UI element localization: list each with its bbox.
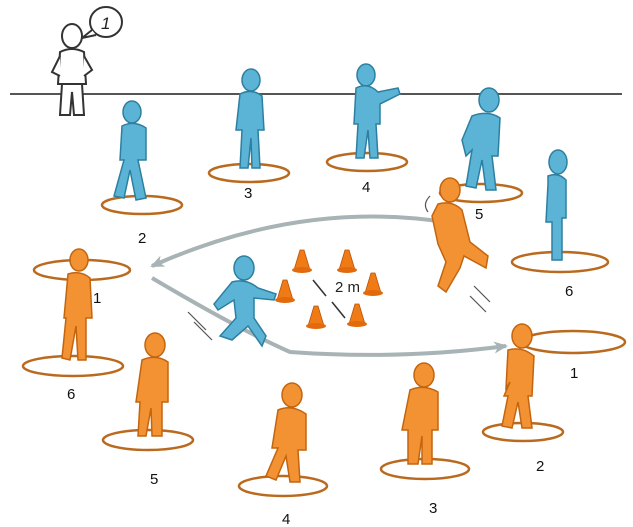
blue-player-4 — [353, 63, 401, 159]
orange-number-1-left: 1 — [93, 290, 101, 307]
cone — [305, 305, 327, 330]
orange-player-3 — [401, 362, 439, 465]
ring-blue-3 — [207, 162, 291, 184]
arrow-to-left — [150, 214, 446, 268]
cone — [291, 249, 313, 274]
speech-bubble-number: 1 — [101, 14, 110, 33]
orange-number-6: 6 — [67, 386, 75, 403]
blue-player-5 — [461, 87, 501, 191]
cone — [346, 303, 368, 328]
orange-number-3: 3 — [429, 500, 437, 517]
orange-player-4 — [265, 382, 307, 483]
blue-runner-motion-lines — [187, 311, 213, 341]
orange-player-1-left — [61, 248, 93, 361]
ring-orange-1b — [519, 329, 627, 355]
blue-number-6: 6 — [565, 283, 573, 300]
arrow-to-right — [150, 276, 508, 357]
blue-number-5: 5 — [475, 206, 483, 223]
ring-orange-5 — [101, 428, 195, 452]
ring-orange-4 — [237, 474, 329, 498]
coach-figure — [50, 23, 94, 116]
ring-blue-4 — [325, 151, 409, 173]
blue-player-6 — [545, 149, 568, 261]
orange-number-4: 4 — [282, 511, 290, 527]
orange-runner-motion-lines — [424, 195, 491, 313]
cone — [336, 249, 358, 274]
ring-orange-6 — [21, 354, 125, 378]
blue-number-4: 4 — [362, 179, 370, 196]
blue-player-3 — [235, 68, 265, 169]
blue-number-2: 2 — [138, 230, 146, 247]
blue-runner — [213, 255, 277, 348]
cone — [274, 279, 296, 304]
orange-runner — [431, 177, 489, 294]
distance-marker: 2 m — [312, 279, 360, 319]
orange-number-5: 5 — [150, 471, 158, 488]
orange-player-1-right — [501, 323, 535, 429]
orange-player-5 — [135, 332, 169, 437]
orange-number-1-right: 1 — [570, 365, 578, 382]
distance-label: 2 m — [335, 279, 360, 296]
blue-player-2 — [113, 100, 147, 201]
speech-bubble: 1 — [81, 6, 123, 39]
cones — [274, 249, 384, 330]
cone — [362, 272, 384, 297]
blue-number-3: 3 — [244, 185, 252, 202]
orange-number-2: 2 — [536, 458, 544, 475]
